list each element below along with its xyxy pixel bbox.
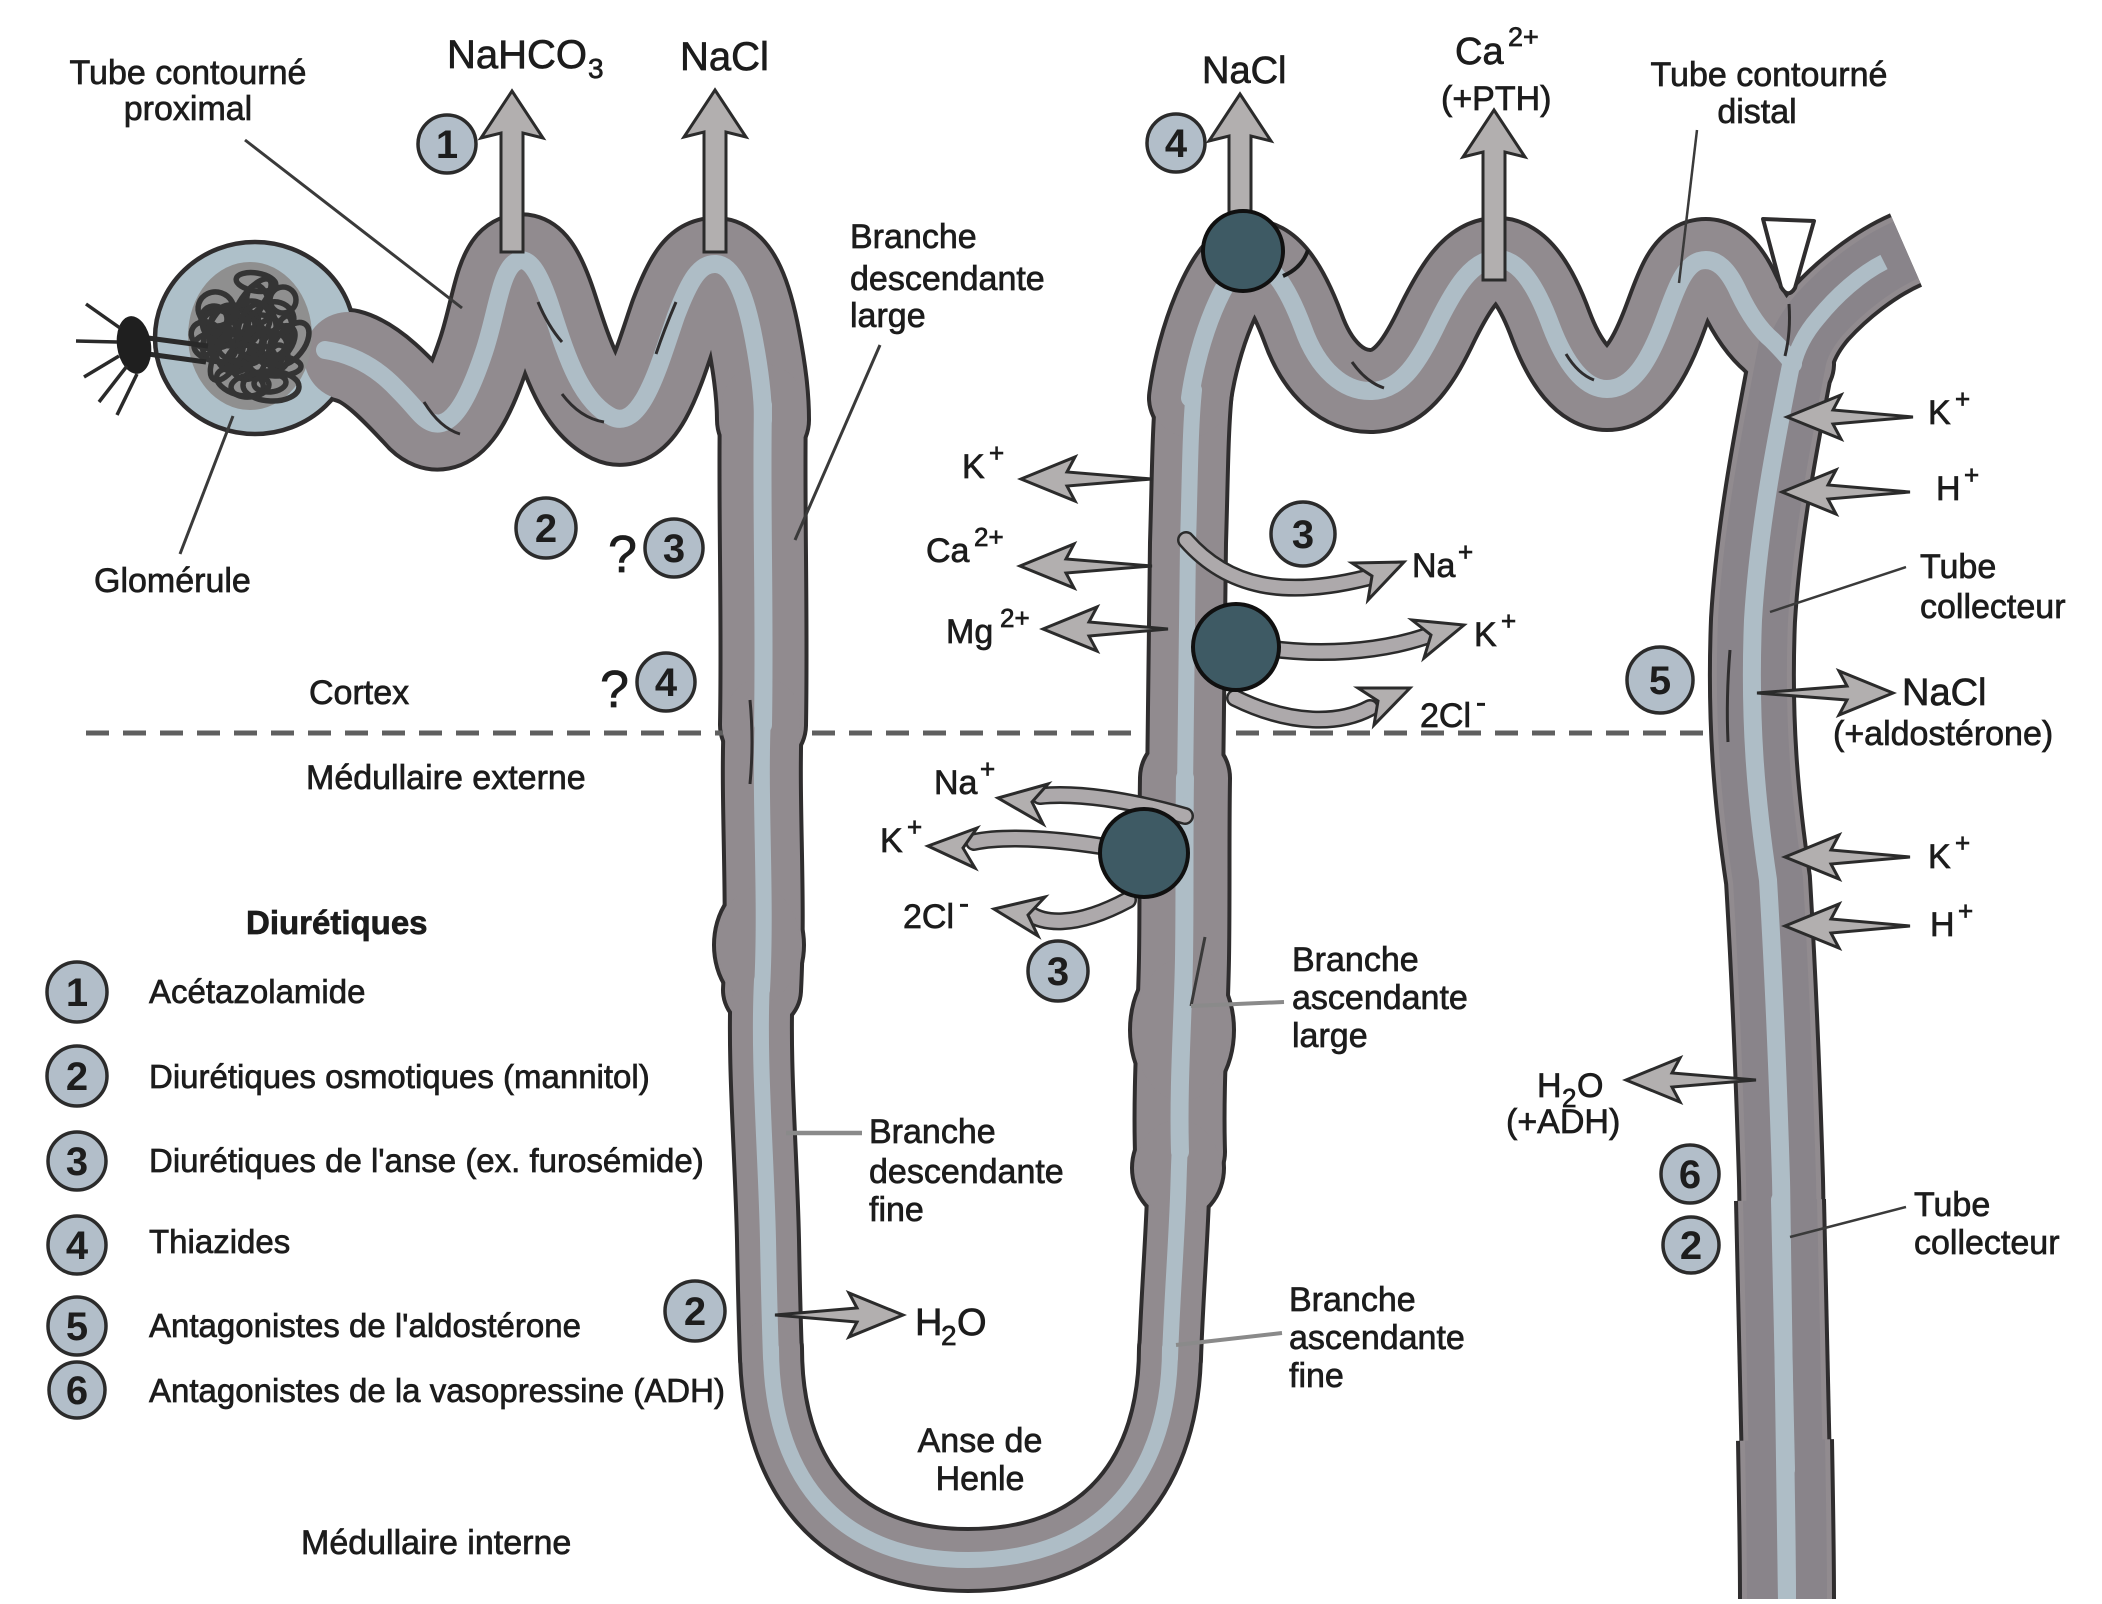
svg-text:(+ADH): (+ADH) [1506,1103,1620,1141]
svg-text:K: K [880,822,903,860]
svg-text:collecteur: collecteur [1914,1224,2060,1262]
svg-text:+: + [1955,828,1970,858]
svg-text:2Cl: 2Cl [903,898,954,936]
svg-text:collecteur: collecteur [1920,588,2066,626]
svg-text:Tube contourné: Tube contourné [70,54,307,92]
svg-text:large: large [850,297,926,335]
svg-text:Diurétiques: Diurétiques [246,904,428,941]
svg-text:4: 4 [655,661,678,705]
svg-text:2Cl: 2Cl [1420,697,1471,735]
svg-text:3: 3 [1047,950,1069,994]
svg-text:3: 3 [663,527,685,571]
svg-text:ascendante: ascendante [1292,979,1468,1017]
svg-text:6: 6 [1679,1153,1701,1197]
svg-text:Branche: Branche [1289,1281,1416,1319]
svg-text:H: H [1537,1067,1562,1105]
svg-text:Diurétiques osmotiques (mannit: Diurétiques osmotiques (mannitol) [149,1058,650,1095]
svg-text:Na: Na [934,764,978,802]
svg-text:Diurétiques de l'anse (ex. fur: Diurétiques de l'anse (ex. furosémide) [149,1142,704,1179]
svg-text:Branche: Branche [869,1113,996,1151]
svg-text:Branche: Branche [1292,941,1419,979]
svg-text:+: + [980,754,995,784]
svg-text:2+: 2+ [974,522,1004,552]
svg-text:+: + [1955,384,1970,414]
svg-text:Antagonistes de l'aldostérone: Antagonistes de l'aldostérone [149,1307,581,1344]
svg-text:-: - [1476,686,1486,719]
svg-text:Acétazolamide: Acétazolamide [149,973,365,1010]
svg-text:2: 2 [941,1320,957,1351]
svg-text:Ca: Ca [1455,31,1504,73]
svg-text:+: + [907,812,922,842]
svg-text:NaHCO: NaHCO [447,33,587,77]
svg-text:5: 5 [66,1305,88,1349]
svg-text:H: H [1936,470,1961,508]
svg-text:Tube: Tube [1920,548,1996,586]
svg-text:large: large [1292,1017,1368,1055]
svg-text:?: ? [608,526,637,584]
svg-text:Ca: Ca [926,532,970,570]
svg-text:4: 4 [66,1224,89,1268]
svg-text:1: 1 [436,123,458,167]
svg-text:(+PTH): (+PTH) [1441,80,1552,118]
svg-text:Anse de: Anse de [918,1422,1043,1460]
svg-text:4: 4 [1165,122,1188,166]
svg-text:2+: 2+ [1508,22,1539,52]
svg-text:(+aldostérone): (+aldostérone) [1833,715,2053,753]
svg-text:Médullaire interne: Médullaire interne [301,1524,571,1562]
svg-text:2: 2 [535,507,557,551]
svg-text:O: O [1577,1067,1603,1105]
svg-text:NaCl: NaCl [680,35,769,79]
svg-text:NaCl: NaCl [1902,672,1986,714]
svg-text:+: + [1501,606,1516,636]
svg-text:2: 2 [66,1055,88,1099]
svg-text:O: O [957,1302,987,1344]
svg-text:+: + [1964,460,1979,490]
svg-text:K: K [1928,838,1951,876]
svg-text:Glomérule: Glomérule [94,562,251,600]
svg-text:K: K [1474,616,1497,654]
svg-text:proximal: proximal [124,90,252,128]
svg-text:2+: 2+ [1000,603,1030,633]
svg-text:3: 3 [66,1140,88,1184]
svg-text:+: + [1458,537,1473,567]
svg-text:Tube: Tube [1914,1186,1990,1224]
svg-text:+: + [1958,896,1973,926]
svg-text:ascendante: ascendante [1289,1319,1465,1357]
svg-text:Mg: Mg [946,613,993,651]
svg-text:?: ? [600,661,629,719]
svg-text:2: 2 [1562,1083,1576,1113]
svg-text:distal: distal [1717,93,1796,131]
svg-text:K: K [962,448,985,486]
svg-text:Na: Na [1412,547,1456,585]
svg-text:fine: fine [869,1191,924,1229]
svg-text:+: + [989,438,1004,468]
svg-text:Cortex: Cortex [309,674,409,712]
svg-text:Antagonistes de la vasopressin: Antagonistes de la vasopressine (ADH) [149,1372,725,1409]
svg-text:2: 2 [1680,1224,1702,1268]
svg-text:Henle: Henle [936,1460,1025,1498]
svg-text:1: 1 [66,971,88,1015]
svg-text:5: 5 [1649,659,1671,703]
svg-text:Tube contourné: Tube contourné [1651,56,1888,94]
svg-text:3: 3 [1292,513,1314,557]
svg-text:descendante: descendante [850,260,1045,298]
svg-text:Thiazides: Thiazides [149,1223,290,1260]
svg-text:2: 2 [684,1290,706,1334]
svg-text:K: K [1928,394,1951,432]
svg-text:Branche: Branche [850,218,977,256]
svg-text:H: H [1930,906,1955,944]
svg-text:H: H [915,1302,942,1344]
svg-text:6: 6 [66,1369,88,1413]
svg-text:fine: fine [1289,1357,1344,1395]
svg-text:NaCl: NaCl [1202,50,1286,92]
svg-text:descendante: descendante [869,1153,1064,1191]
svg-text:3: 3 [588,53,604,84]
svg-text:Médullaire externe: Médullaire externe [306,759,586,797]
svg-text:-: - [959,887,969,920]
